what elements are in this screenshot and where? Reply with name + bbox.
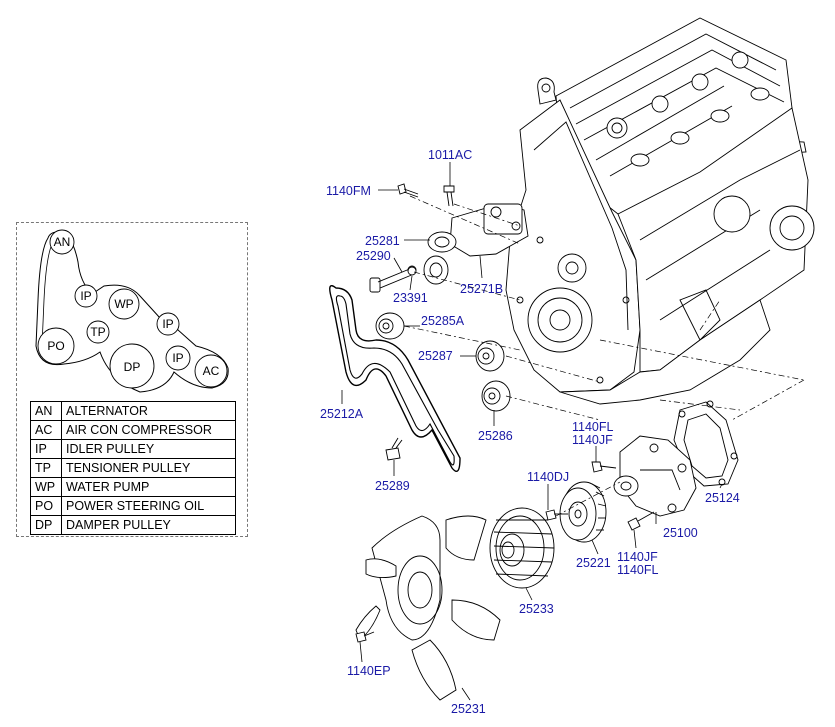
engine-block-drawing — [505, 17, 815, 405]
part-label-1140EP[interactable]: 1140EP — [347, 664, 391, 678]
legend-description: WATER PUMP — [61, 477, 236, 497]
legend-description: DAMPER PULLEY — [61, 515, 236, 535]
legend-code: AN — [30, 401, 62, 421]
idler-pulley-25285A-drawing — [375, 312, 405, 340]
legend-description: IDLER PULLEY — [61, 439, 236, 459]
part-label-25281[interactable]: 25281 — [365, 234, 400, 248]
legend-pulley-wp: WP — [108, 288, 140, 320]
bolt-1140FM-drawing — [397, 183, 419, 198]
legend-pulley-label-ip-2: IP — [162, 317, 173, 331]
part-label-1140FL-lower[interactable]: 1140FL — [617, 563, 659, 577]
legend-pulley-tp: TP — [86, 320, 110, 344]
part-label-1140FL-upper[interactable]: 1140FL — [572, 420, 614, 434]
legend-pulley-ip-3: IP — [165, 345, 191, 371]
legend-pulley-label-tp: TP — [90, 325, 105, 339]
bolt-1140DJ-drawing — [545, 509, 568, 521]
tensioner-assembly-drawing — [407, 203, 529, 285]
legend-pulley-po: PO — [37, 327, 75, 365]
cooling-fan-drawing — [355, 515, 501, 701]
belt-routing-legend-frame — [16, 222, 248, 537]
legend-description: AIR CON COMPRESSOR — [61, 420, 236, 440]
legend-description: TENSIONER PULLEY — [61, 458, 236, 478]
legend-pulley-label-ip-1: IP — [80, 289, 91, 303]
part-label-25290[interactable]: 25290 — [356, 249, 391, 263]
bolt-1140JF-lower-drawing — [627, 511, 655, 531]
part-label-25285A[interactable]: 25285A — [421, 314, 465, 328]
legend-pulley-dp: DP — [109, 343, 155, 389]
part-label-25212A[interactable]: 25212A — [320, 407, 364, 421]
legend-pulley-label-wp: WP — [114, 297, 133, 311]
leader-lines — [341, 162, 723, 701]
part-label-25221[interactable]: 25221 — [576, 556, 611, 570]
bolt-1011AC-drawing — [443, 185, 455, 207]
legend-pulley-label-ac: AC — [203, 364, 220, 378]
part-label-1140JF-lower[interactable]: 1140JF — [617, 550, 658, 564]
legend-code: IP — [30, 439, 62, 459]
legend-code: PO — [30, 496, 62, 516]
bolt-25289-drawing — [385, 437, 403, 461]
legend-pulley-label-ip-3: IP — [172, 351, 183, 365]
part-label-25231[interactable]: 25231 — [451, 702, 486, 716]
legend-pulley-ip-2: IP — [156, 312, 180, 336]
legend-code: DP — [30, 515, 62, 535]
part-label-23391[interactable]: 23391 — [393, 291, 428, 305]
water-pump-pulley-drawing — [559, 481, 607, 543]
legend-pulley-ac: AC — [194, 354, 228, 388]
legend-pulley-ip-1: IP — [74, 284, 98, 308]
fan-clutch-drawing — [489, 507, 555, 589]
part-number-labels: 1011AC 1140FM 25281 25290 23391 25271B 2… — [320, 148, 740, 716]
belt-routing-diagram: AN IP WP IP TP PO DP IP — [35, 229, 229, 393]
legend-pulley-label-an: AN — [54, 235, 71, 249]
bolt-1140EP-drawing — [355, 631, 375, 643]
assembly-centerlines — [403, 195, 805, 517]
part-label-25286[interactable]: 25286 — [478, 429, 513, 443]
water-pump-drawing — [613, 435, 697, 517]
part-label-1140DJ[interactable]: 1140DJ — [527, 470, 569, 484]
part-label-1011AC[interactable]: 1011AC — [428, 148, 472, 162]
bolt-25290-drawing — [369, 266, 417, 293]
legend-pulley-an: AN — [49, 229, 75, 255]
legend-pulley-label-po: PO — [47, 339, 64, 353]
legend-description: ALTERNATOR — [61, 401, 236, 421]
idler-pulley-25286-drawing — [481, 380, 511, 412]
part-label-25287[interactable]: 25287 — [418, 349, 453, 363]
bolt-1140FL-upper-drawing — [591, 461, 617, 473]
part-label-25100[interactable]: 25100 — [663, 526, 698, 540]
legend-pulley-label-dp: DP — [124, 360, 141, 374]
drive-belt-drawing — [329, 285, 461, 472]
legend-code: AC — [30, 420, 62, 440]
legend-code: TP — [30, 458, 62, 478]
legend-description: POWER STEERING OIL — [61, 496, 236, 516]
part-label-25124[interactable]: 25124 — [705, 491, 740, 505]
part-label-25233[interactable]: 25233 — [519, 602, 554, 616]
part-label-1140FM[interactable]: 1140FM — [326, 184, 371, 198]
part-label-25289[interactable]: 25289 — [375, 479, 410, 493]
idler-pulley-25287-drawing — [475, 340, 505, 372]
part-label-25271B[interactable]: 25271B — [460, 282, 503, 296]
part-label-1140JF-upper[interactable]: 1140JF — [572, 433, 613, 447]
legend-code: WP — [30, 477, 62, 497]
